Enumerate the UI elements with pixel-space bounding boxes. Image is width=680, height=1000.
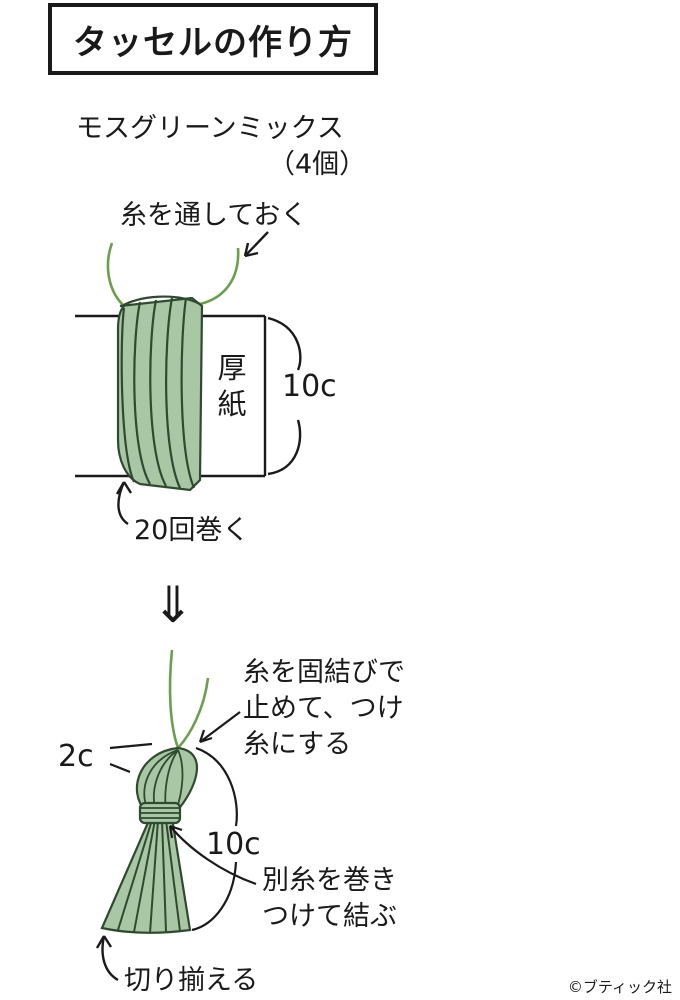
label-length-10c-top: 10c <box>282 369 337 404</box>
label-wind-20: 20回巻く <box>134 515 250 546</box>
label-wrap-line1: 別糸を巻き <box>262 865 397 896</box>
tassel-head <box>135 746 198 814</box>
thread-ends <box>106 242 240 306</box>
label-wrap-line2: つけて結ぶ <box>262 901 397 932</box>
cardboard-label: 厚 紙 <box>212 350 252 423</box>
material-count: （4個） <box>268 149 367 180</box>
page-title: タッセルの作り方 <box>73 22 353 63</box>
label-length-10c-bottom: 10c <box>206 827 261 862</box>
arrow-wind-20 <box>115 481 133 525</box>
dimension-2c <box>109 742 153 774</box>
arrow-thread-through <box>243 231 269 258</box>
copyright: ©ブティック社 <box>567 978 672 996</box>
dimension-10c-bottom <box>191 746 238 932</box>
down-arrow-icon: ⇓ <box>152 576 194 634</box>
label-tie-line1: 糸を固結びで <box>243 657 405 688</box>
label-width-2c: 2c <box>58 739 94 774</box>
material-name: モスグリーンミックス <box>76 113 344 144</box>
title-box: タッセルの作り方 <box>48 3 378 75</box>
arrow-wrap <box>168 824 257 886</box>
label-tie-line3: 糸にする <box>243 729 352 760</box>
cardboard-label-line1: 厚 <box>217 351 247 385</box>
tassel-binding <box>138 801 182 825</box>
label-thread-through: 糸を通しておく <box>120 200 308 231</box>
tassel-skirt <box>100 816 192 934</box>
arrow-tie <box>198 711 241 744</box>
yarn-winding <box>116 295 204 492</box>
label-trim: 切り揃える <box>124 965 259 996</box>
label-tie-line2: 止めて、つけ <box>243 693 404 724</box>
tassel-hanging-threads <box>168 649 210 749</box>
cardboard-label-line2: 紙 <box>217 387 247 422</box>
arrow-trim <box>95 935 119 982</box>
dimension-bracket-top <box>267 316 302 476</box>
